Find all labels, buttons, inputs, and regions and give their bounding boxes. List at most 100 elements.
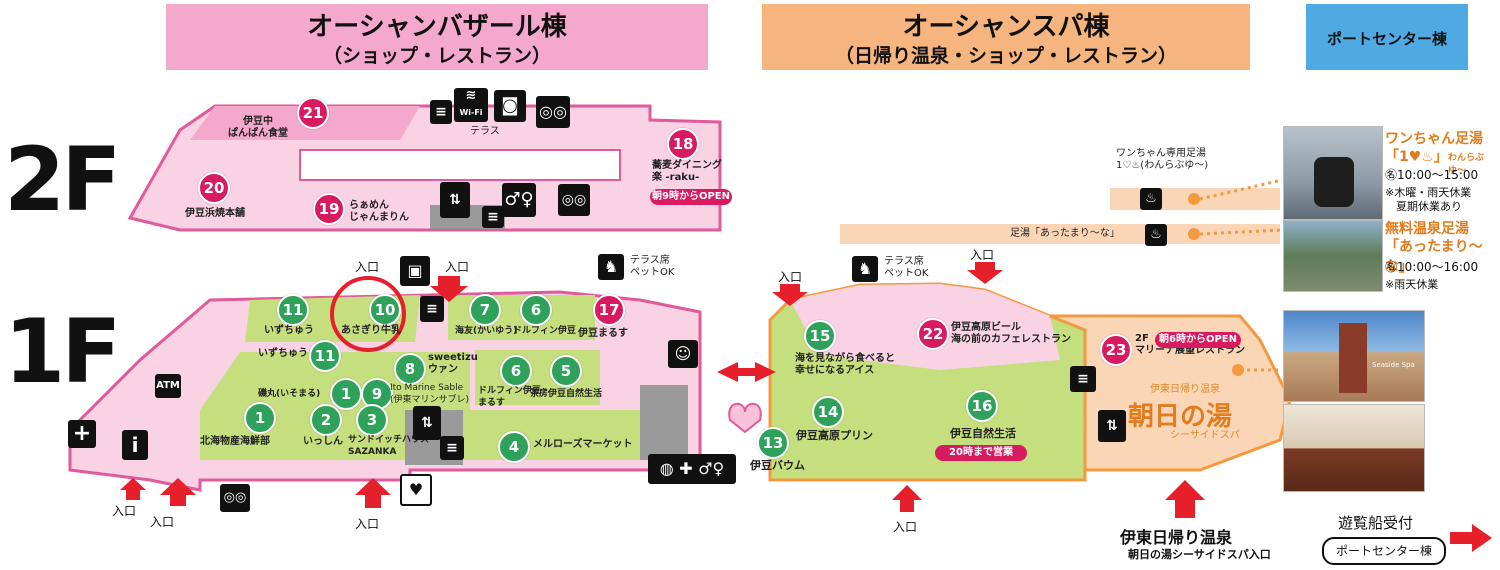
terrace-2f-label: テラス <box>470 126 500 137</box>
spa-entrance-line2: 朝日の湯シーサイドスパ入口 <box>1128 548 1271 561</box>
shop-marker-8[interactable]: 8 <box>394 353 426 385</box>
shop-marker-17[interactable]: 17 <box>593 294 625 326</box>
camera-icon: ◙ <box>494 90 526 122</box>
shop-label-10: あさぎり牛乳 <box>341 325 401 336</box>
shop-marker-4[interactable]: 4 <box>498 431 530 463</box>
shop-label-8: sweetizu ウァン <box>428 352 478 375</box>
shop-marker-11a[interactable]: 11 <box>277 294 309 326</box>
wifi-icon: ≋Wi-Fi <box>454 88 488 122</box>
shop-marker-23[interactable]: 23 <box>1100 334 1132 366</box>
shop-label-18: 蕎麦ダイニング 楽 -raku- <box>652 160 722 183</box>
shop-marker-20[interactable]: 20 <box>198 172 230 204</box>
boat-label: 遊覧船受付 <box>1338 514 1414 532</box>
aed-icon-1f: ◎◎ <box>220 484 250 512</box>
elevator-icon-spa: ⇅ <box>1098 410 1126 442</box>
restroom-icon-2f: ♂♀ <box>502 183 536 217</box>
foot-bath-title1: 無料温泉足湯 <box>1385 221 1469 237</box>
bazaar-subtitle: （ショップ・レストラン） <box>322 45 551 67</box>
shop-label-9: Ito Marine Sable (伊東マリンサブレ) <box>390 383 470 405</box>
stairs-icon-1f: ≡ <box>440 436 464 460</box>
shop-marker-18[interactable]: 18 <box>667 128 699 160</box>
shop-marker-19[interactable]: 19 <box>313 193 345 225</box>
spa-entrance-line1: 伊東日帰り温泉 <box>1120 528 1233 547</box>
spa-header: オーシャンスパ棟 （日帰り温泉・ショップ・レストラン） <box>762 4 1250 70</box>
pet-label-spa: テラス席 ペットOK <box>884 256 929 279</box>
info-icon: i <box>122 430 148 460</box>
shop-marker-14[interactable]: 14 <box>812 396 844 428</box>
shop-label-15: 海を見ながら食べると 幸せになるアイス <box>795 353 895 376</box>
foot-bath-icon-a: ♨ <box>1140 188 1162 210</box>
dog-bath-title2-sub: わんらぶゆ〜 <box>1448 153 1485 176</box>
shop-label-22: 伊豆高原ビール 海の前のカフェレストラン <box>951 322 1071 345</box>
shop-label-13: 伊豆バウム <box>750 459 805 472</box>
pet-label-bazaar: テラス席 ペットOK <box>630 255 675 278</box>
spa-exterior-photo: Seaside Spa <box>1283 310 1425 402</box>
shop-label-6a: ドルフィン伊豆 <box>513 326 576 336</box>
entrance-label-h: 入口 <box>893 520 918 534</box>
shop-marker-13[interactable]: 13 <box>757 427 789 459</box>
shop-label-23: 2F マリーナ展望レストラン <box>1135 333 1245 356</box>
smile-icon: ☺ <box>668 340 698 368</box>
spa-logo-sub: シーサイドスパ <box>1170 430 1240 441</box>
foot-bath-photo <box>1283 220 1383 292</box>
shop-marker-21[interactable]: 21 <box>297 97 329 129</box>
shop-label-3: サンドイッチハウス SAZANKA <box>348 435 430 457</box>
open-badge-23: 朝6時からOPEN <box>1155 332 1241 348</box>
dog-bath-label: ワンちゃん専用足湯 1♡♨(わんらぶゆ〜) <box>1116 148 1209 171</box>
restaurant-photo <box>1283 404 1425 492</box>
foot-bath-icon-b: ♨ <box>1145 224 1167 246</box>
foot-bath-dot <box>1188 228 1200 240</box>
shop-label-6b: ドルフィン伊豆・ まるす <box>478 386 550 408</box>
shop-marker-1a[interactable]: 1 <box>330 378 362 410</box>
hours-badge-16: 20時まで営業 <box>935 445 1027 461</box>
bazaar-title: オーシャンバザール棟 <box>307 12 567 42</box>
spa-title: オーシャンスパ棟 <box>902 12 1110 42</box>
spa-logo-small: 伊東日帰り温泉 <box>1150 384 1220 395</box>
entrance-label-g: 入口 <box>970 248 995 262</box>
shop-marker-2[interactable]: 2 <box>310 404 342 436</box>
entrance-label-d: 入口 <box>150 515 175 529</box>
shop-label-2: いっしん <box>303 436 343 447</box>
port-center-button[interactable]: ポートセンター棟 <box>1322 537 1446 565</box>
shop-label-20: 伊豆浜焼本舗 <box>185 208 245 219</box>
entrance-label-f: 入口 <box>778 270 803 284</box>
shop-marker-6b[interactable]: 6 <box>500 355 532 387</box>
dog-bath-title1: ワンちゃん足湯 <box>1385 131 1483 147</box>
elevator-icon-1f: ⇅ <box>413 406 441 440</box>
shop-label-1a: 磯丸(いそまる) <box>258 389 321 399</box>
shop-label-16: 伊豆自然生活 <box>950 427 1016 440</box>
shop-marker-5[interactable]: 5 <box>550 355 582 387</box>
shop-marker-7[interactable]: 7 <box>469 294 501 326</box>
dog-bath-dot <box>1188 193 1200 205</box>
floor-1f-label: 1F <box>4 300 121 403</box>
floor-2f-label: 2F <box>4 128 121 231</box>
stairs-icon-spa: ≡ <box>1070 366 1096 392</box>
shop-marker-3[interactable]: 3 <box>356 404 388 436</box>
shop-marker-11b[interactable]: 11 <box>309 340 341 372</box>
shop-marker-15[interactable]: 15 <box>804 320 836 352</box>
pet-icon-spa: ♞ <box>852 256 878 282</box>
shop-marker-22[interactable]: 22 <box>917 318 949 350</box>
stairs-icon: ≡ <box>430 100 452 124</box>
shop-label-19: らぁめん じゃんまりん <box>349 200 409 223</box>
spa-subtitle: （日帰り温泉・ショップ・レストラン） <box>834 45 1177 67</box>
shop-marker-10[interactable]: 10 <box>369 294 401 326</box>
shop-marker-6a[interactable]: 6 <box>520 294 552 326</box>
pet-icon-bazaar: ♞ <box>598 254 624 280</box>
atm-icon: ATM <box>155 374 181 398</box>
first-aid-icon: + <box>68 420 96 448</box>
shop-label-4: メルローズマーケット <box>533 439 633 450</box>
dog-bath-note2: 夏期休業あり <box>1396 200 1462 213</box>
aed-icon-2f-b: ◎◎ <box>558 184 590 216</box>
dog-bath-note1: ※木曜・雨天休業 <box>1385 186 1472 199</box>
locker-icon: ▣ <box>400 256 430 286</box>
shop-label-17: 伊豆まるす <box>578 328 628 339</box>
shop-label-5: 茶房伊豆自然生活 <box>530 389 603 399</box>
heart-aed-icon: ♥ <box>400 474 432 506</box>
shop-label-11a: いずちゅう <box>264 325 314 336</box>
shop-label-1b: 北海物産海鮮部 <box>200 436 270 447</box>
aed-icon-2f: ◎◎ <box>536 96 570 128</box>
shop-marker-1b[interactable]: 1 <box>244 402 276 434</box>
shop-marker-16[interactable]: 16 <box>966 390 998 422</box>
highlight-circle <box>330 276 406 352</box>
